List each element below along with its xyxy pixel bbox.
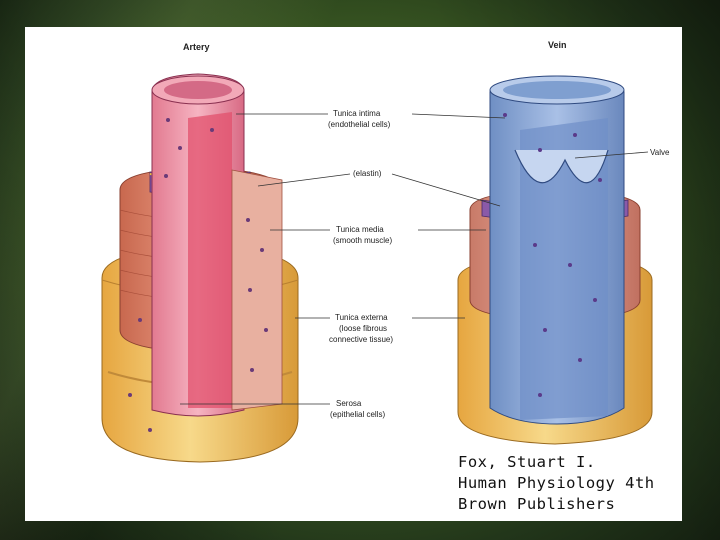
vein-illustration (458, 76, 652, 444)
citation: Fox, Stuart I. Human Physiology 4th Brow… (458, 452, 682, 515)
label-tunica-externa-note-2: connective tissue) (329, 335, 393, 344)
label-tunica-intima-note: (endothelial cells) (328, 120, 391, 129)
label-valve: Valve (650, 148, 670, 157)
label-serosa: Serosa (336, 399, 362, 408)
label-tunica-media-note: (smooth muscle) (333, 236, 392, 245)
label-tunica-media: Tunica media (336, 225, 384, 234)
label-tunica-externa: Tunica externa (335, 313, 388, 322)
vein-title: Vein (548, 40, 567, 50)
citation-author: Fox, Stuart I. (458, 452, 682, 473)
citation-book: Human Physiology 4th (458, 473, 682, 494)
label-tunica-intima: Tunica intima (333, 109, 381, 118)
artery-title: Artery (183, 42, 210, 52)
label-elastin: (elastin) (353, 169, 382, 178)
citation-publisher: Brown Publishers (458, 494, 682, 515)
label-tunica-externa-note-1: (loose fibrous (339, 324, 387, 333)
label-serosa-note: (epithelial cells) (330, 410, 385, 419)
